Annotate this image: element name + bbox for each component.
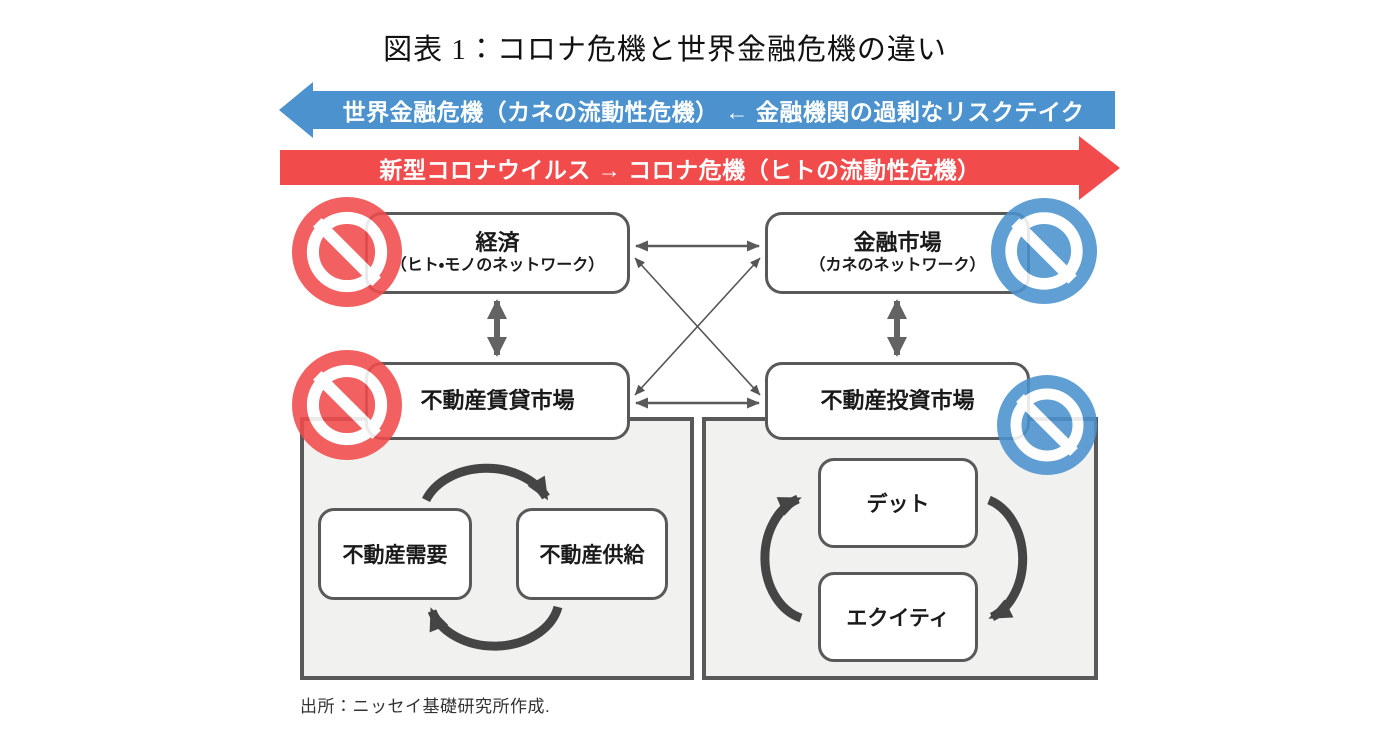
node-economy-title: 経済 — [475, 229, 520, 255]
banner-corona-crisis: 新型コロナウイルス → コロナ危機（ヒトの流動性危機） — [280, 150, 1080, 185]
node-rental-market: 不動産賃貸市場 — [365, 362, 630, 440]
prohibition-sign-red-economy-icon — [292, 197, 402, 307]
node-financial-market-subtitle: （カネのネットワーク） — [809, 257, 986, 275]
node-financial-market: 金融市場 （カネのネットワーク） — [765, 212, 1030, 294]
node-economy-subtitle: （ヒト・モノのネットワーク） — [390, 257, 605, 275]
box-real-estate-supply: 不動産供給 — [516, 508, 668, 600]
prohibition-sign-red-rental-icon — [292, 350, 402, 460]
figure-title: 図表 1：コロナ危機と世界金融危機の違い — [383, 34, 947, 66]
arrow-financial-rental — [634, 257, 761, 396]
arrow-economy-investment — [634, 257, 761, 396]
box-debt: デット — [818, 458, 978, 548]
prohibition-sign-blue-financial-icon — [991, 198, 1097, 304]
node-investment-market: 不動産投資市場 — [765, 362, 1030, 440]
node-economy: 経済 （ヒト・モノのネットワーク） — [365, 212, 630, 294]
source-note: 出所：ニッセイ基礎研究所作成. — [300, 697, 551, 716]
node-investment-market-title: 不動産投資市場 — [820, 388, 975, 414]
box-real-estate-demand: 不動産需要 — [318, 508, 472, 600]
node-financial-market-title: 金融市場 — [853, 229, 942, 255]
right-arrowhead-icon — [1079, 136, 1120, 200]
banner-global-financial-crisis: 世界金融危機（カネの流動性危機） ← 金融機関の過剰なリスクテイク — [312, 91, 1115, 129]
node-rental-market-title: 不動産賃貸市場 — [420, 388, 575, 414]
left-arrowhead-icon — [279, 82, 313, 138]
prohibition-sign-blue-investment-icon — [997, 375, 1097, 475]
box-equity: エクイティ — [818, 572, 978, 662]
